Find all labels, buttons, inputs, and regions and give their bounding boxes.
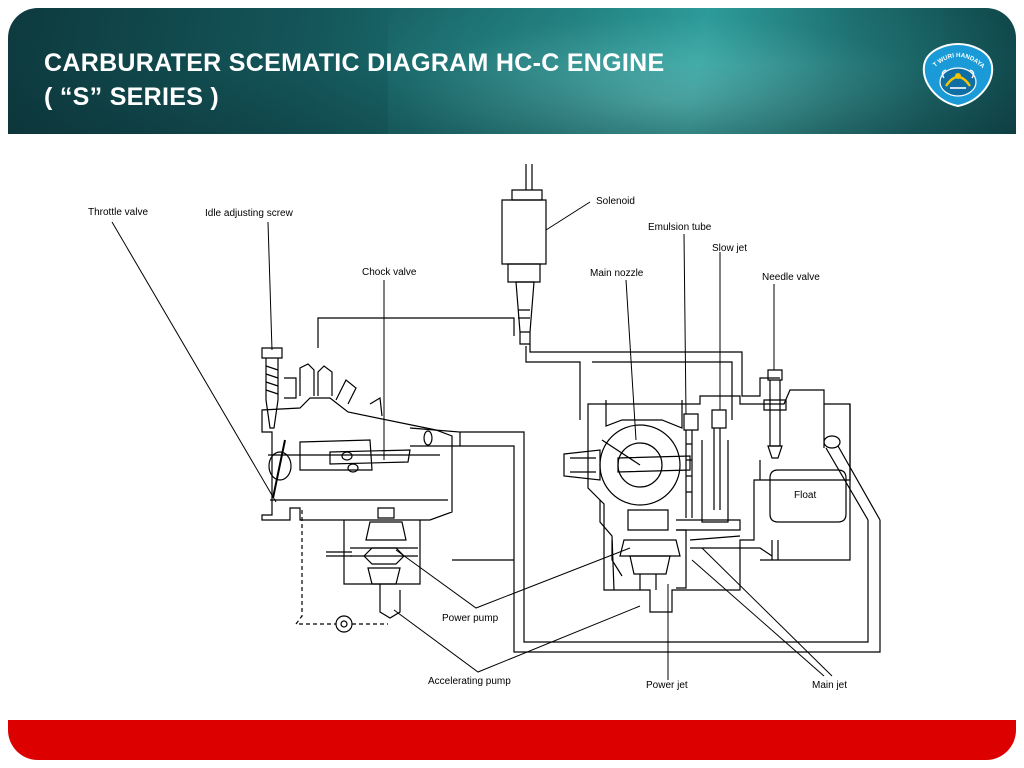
idle-adjusting-screw xyxy=(261,347,297,429)
label-emulsion-tube: Emulsion tube xyxy=(648,222,712,233)
tut-wuri-handayani-logo: TUT WURI HANDAYANI xyxy=(920,42,994,108)
label-accelerating-pump: Accelerating pump xyxy=(428,676,511,687)
label-float: Float xyxy=(794,490,816,501)
label-needle-valve: Needle valve xyxy=(762,272,820,283)
banner-sheen xyxy=(388,8,1016,134)
label-throttle-valve: Throttle valve xyxy=(88,207,148,218)
float-chamber-body xyxy=(563,389,851,613)
emulsion-tube-and-slow-jet xyxy=(676,409,741,531)
power-pump-assembly xyxy=(619,509,779,590)
label-main-jet: Main jet xyxy=(812,680,847,691)
title-banner xyxy=(8,8,1016,134)
title-line-1: CARBURATER SCEMATIC DIAGRAM HC-C ENGINE xyxy=(44,49,665,77)
label-chock-valve: Chock valve xyxy=(362,267,417,278)
solenoid xyxy=(501,164,547,345)
needle-valve xyxy=(759,369,787,480)
label-power-jet: Power jet xyxy=(646,680,688,691)
label-power-pump: Power pump xyxy=(442,613,499,624)
accelerating-pump-assembly xyxy=(326,507,421,633)
title-line-2: ( “S” SERIES ) xyxy=(44,83,220,111)
label-idle-adjusting-screw: Idle adjusting screw xyxy=(205,208,294,219)
float xyxy=(760,404,881,561)
throttle-barrel-body xyxy=(261,363,461,521)
label-main-nozzle: Main nozzle xyxy=(590,268,644,279)
slide-title: CARBURATER SCEMATIC DIAGRAM HC-C ENGINE … xyxy=(44,46,884,114)
footer-bar xyxy=(8,720,1016,760)
fuel-air-passages xyxy=(317,317,881,653)
throttle-linkage xyxy=(294,510,388,625)
banner-wave xyxy=(8,64,1016,134)
label-solenoid: Solenoid xyxy=(596,196,635,207)
leader-lines xyxy=(111,201,833,680)
carburetor-schematic: Throttle valve Idle adjusting screw Choc… xyxy=(88,164,881,691)
label-slow-jet: Slow jet xyxy=(712,243,747,254)
